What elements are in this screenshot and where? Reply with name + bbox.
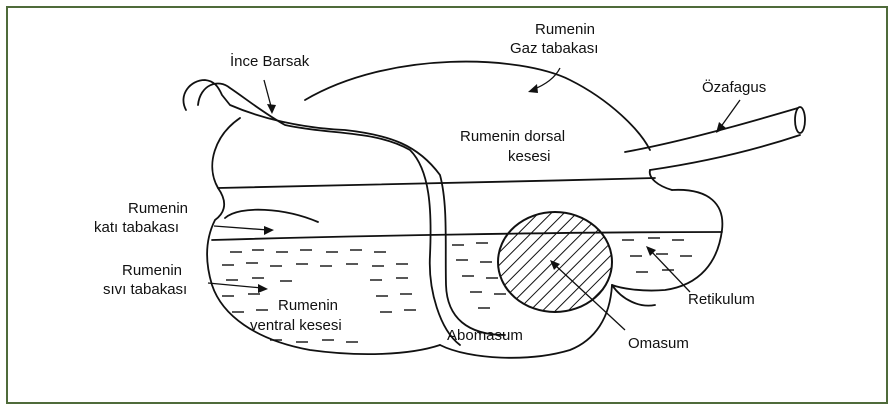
label-sivi-line2: sıvı tabakası	[103, 281, 187, 298]
label-ventral-line1: Rumenin	[278, 297, 338, 314]
label-dorsal-line1: Rumenin dorsal	[460, 128, 565, 145]
arrow-kati	[214, 226, 268, 230]
label-gas-line2: Gaz tabakası	[510, 40, 598, 57]
label-retikulum: Retikulum	[688, 291, 755, 308]
label-kati-line1: Rumenin	[128, 200, 188, 217]
arrow-ozafagus	[720, 100, 740, 128]
arrowhead-gas-layer	[528, 84, 538, 93]
oesophagus-join	[650, 170, 672, 190]
arrowhead-kati	[264, 226, 274, 235]
arrowhead-ince-barsak	[267, 104, 276, 114]
oesophagus-opening	[795, 107, 805, 133]
reticulum-bottom	[612, 285, 655, 306]
arrow-sivi	[208, 283, 262, 288]
label-sivi-line1: Rumenin	[122, 262, 182, 279]
rumen-dorsal-ventral-line	[218, 178, 655, 188]
rumen-pillar	[225, 210, 318, 222]
label-dorsal-line2: kesesi	[508, 148, 551, 165]
oesophagus-lower	[650, 135, 800, 170]
label-abomasum: Abomasum	[447, 327, 523, 344]
label-gas-line1: Rumenin	[535, 21, 595, 38]
label-ince-barsak: İnce Barsak	[230, 52, 310, 70]
oesophagus-upper	[625, 108, 798, 152]
arrowhead-sivi	[258, 284, 268, 293]
label-omasum: Omasum	[628, 335, 689, 352]
label-kati-line2: katı tabakası	[94, 219, 179, 236]
arrowhead-ozafagus	[716, 122, 726, 133]
fluid-surface-line	[212, 232, 722, 240]
label-ozafagus: Özafagus	[702, 78, 766, 96]
small-intestine-tube-inner	[183, 80, 505, 335]
label-ventral-line2: ventral kesesi	[250, 317, 342, 334]
